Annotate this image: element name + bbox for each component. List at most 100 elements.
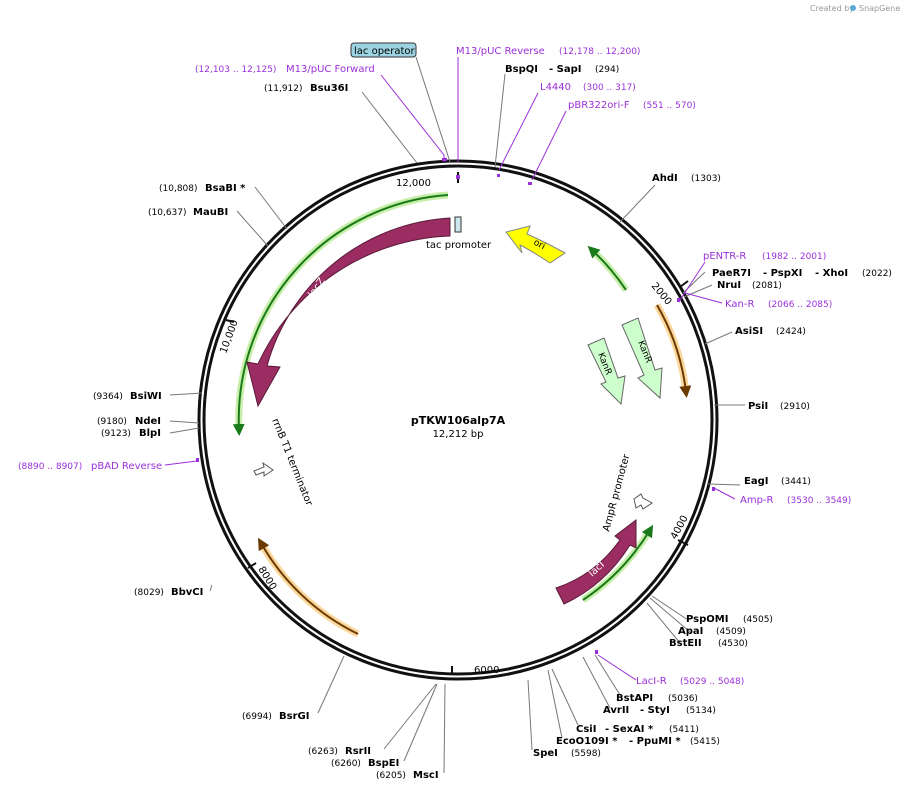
primer-name: Amp-R <box>740 495 774 506</box>
enzyme-pos: (5411) <box>669 725 699 735</box>
feature-rrnB-terminator[interactable]: rrnB T1 terminator <box>253 417 315 508</box>
enzyme-pspomi[interactable]: PspOMI (4505) <box>686 614 773 625</box>
primer-l4440[interactable]: L4440 (300 .. 317) <box>540 82 636 93</box>
primer-pbr322ori-f[interactable]: pBR322ori-F (551 .. 570) <box>568 100 696 111</box>
enzyme-blpi[interactable]: (9123) BlpI <box>101 428 161 439</box>
primer-m13-forward[interactable]: (12,103 .. 12,125) M13/pUC Forward <box>195 64 375 75</box>
primer-name: pENTR-R <box>703 251 746 262</box>
orf-ori-arc[interactable] <box>587 245 629 292</box>
orf-laci-arc[interactable] <box>581 524 654 603</box>
credit-text: Created by <box>810 4 854 13</box>
enzyme-ndei[interactable]: (9180) NdeI <box>97 416 161 427</box>
orf-lacZ-arc[interactable] <box>232 191 449 436</box>
orf-kan-arc[interactable] <box>653 303 692 398</box>
tick-label-6000: 6000 <box>474 665 499 676</box>
enzyme-name: NruI <box>717 280 741 291</box>
enzyme-pos: (6260) <box>331 759 361 769</box>
enzyme-bsiwi[interactable]: (9364) BsiWI <box>93 391 162 402</box>
primer-amp-r[interactable]: Amp-R (3530 .. 3549) <box>740 495 851 506</box>
feature-label-rrnB: rrnB T1 terminator <box>269 417 314 508</box>
primer-pos: (5029 .. 5048) <box>680 677 744 687</box>
primer-pbad-reverse[interactable]: (8890 .. 8907) pBAD Reverse <box>18 461 162 472</box>
primer-name: LacI-R <box>636 676 667 687</box>
enzyme-pos: (4530) <box>718 639 748 649</box>
feature-ori[interactable]: ori <box>505 225 566 264</box>
primer-pos: (1982 .. 2001) <box>762 252 826 262</box>
enzyme-bsrgi[interactable]: (6994) BsrGI <box>242 711 309 722</box>
credit-brand: SnapGene <box>859 4 900 13</box>
primer-pos: (12,103 .. 12,125) <box>195 65 276 75</box>
enzyme-pos: (9364) <box>93 392 123 402</box>
enzyme-paer7i-pspxi-xhoi[interactable]: PaeR7I - PspXI - XhoI (2022) <box>712 268 892 279</box>
feature-kanR-1[interactable]: KanR <box>587 337 626 406</box>
enzyme-csii-sexai[interactable]: CsiI - SexAI * (5411) <box>576 724 699 735</box>
enzyme-psii[interactable]: PsiI (2910) <box>748 401 810 412</box>
lac-operator-label[interactable]: lac operator <box>350 42 451 163</box>
enzyme-eagi[interactable]: EagI (3441) <box>744 476 811 487</box>
enzyme-ecoo109i-ppumi[interactable]: EcoO109I * - PpuMI * (5415) <box>556 736 720 747</box>
feature-tac-promoter[interactable]: tac promoter <box>426 216 492 251</box>
snapgene-credit[interactable]: Created by SnapGene <box>810 4 900 13</box>
primer-name: Kan-R <box>725 299 754 310</box>
enzyme-name: EcoO109I * <box>556 736 618 747</box>
feature-ampR-promoter[interactable]: AmpR promoter <box>601 452 653 533</box>
enzyme-pos: (2081) <box>752 281 782 291</box>
enzyme-asisi[interactable]: AsiSI (2424) <box>735 326 806 337</box>
primer-laci-r[interactable]: LacI-R (5029 .. 5048) <box>636 676 744 687</box>
enzyme-msci[interactable]: (6205) MscI <box>376 770 439 781</box>
plasmid-name: pTKW106alp7A <box>411 414 506 427</box>
feature-kanR-2[interactable]: KanR <box>621 317 663 400</box>
enzyme-nrui[interactable]: NruI (2081) <box>717 280 782 291</box>
enzyme-bstapi[interactable]: BstAPI (5036) <box>616 693 698 704</box>
primer-m13-reverse[interactable]: M13/pUC Reverse (12,178 .. 12,200) <box>456 46 640 57</box>
tick-label-12000: 12,000 <box>396 178 431 189</box>
enzyme-name: BlpI <box>139 428 161 439</box>
enzyme-bspei[interactable]: (6260) BspEI <box>331 758 399 769</box>
enzyme-spei[interactable]: SpeI (5598) <box>533 748 601 759</box>
primer-name: pBR322ori-F <box>568 100 630 111</box>
enzyme-bbvci[interactable]: (8029) BbvCI <box>134 587 203 598</box>
feature-lacZ[interactable]: lacZ <box>246 217 451 408</box>
enzyme-pos: (4509) <box>716 627 746 637</box>
enzyme-name: BsaBI * <box>205 183 246 194</box>
primer-pos: (3530 .. 3549) <box>787 496 851 506</box>
enzyme-pos: (294) <box>595 65 619 75</box>
enzyme-avrii-styi[interactable]: AvrII - StyI (5134) <box>603 705 716 716</box>
enzyme-ahdi[interactable]: AhdI (1303) <box>652 173 721 184</box>
primer-marks <box>196 158 715 654</box>
enzyme-pos: (9123) <box>101 429 131 439</box>
enzyme-pos: (6263) <box>308 747 338 757</box>
feature-label-lac-operator: lac operator <box>354 46 415 57</box>
enzyme-name: PsiI <box>748 401 768 412</box>
enzyme-pos: (5134) <box>686 706 716 716</box>
primer-kan-r[interactable]: Kan-R (2066 .. 2085) <box>725 299 832 310</box>
orf-bottom-left-arc[interactable] <box>257 537 360 638</box>
enzyme-leaders <box>169 73 745 774</box>
enzyme-pos: (4505) <box>743 615 773 625</box>
enzyme-pos: (1303) <box>691 174 721 184</box>
enzyme-bsabi[interactable]: (10,808) BsaBI * <box>159 183 246 194</box>
enzyme-name: BsrGI <box>279 711 309 722</box>
enzyme-bsteii[interactable]: BstEII (4530) <box>669 638 748 649</box>
enzyme-apai[interactable]: ApaI (4509) <box>678 626 746 637</box>
enzyme-name: MauBI <box>193 207 228 218</box>
primer-pos: (8890 .. 8907) <box>18 462 82 472</box>
enzyme-name: BsiWI <box>130 391 162 402</box>
enzyme-name: Bsu36I <box>310 83 348 94</box>
enzyme-bsu36i[interactable]: (11,912) Bsu36I <box>264 83 348 94</box>
enzyme-name: AsiSI <box>735 326 763 337</box>
enzyme-name: NdeI <box>135 416 161 427</box>
primer-pentr-r[interactable]: pENTR-R (1982 .. 2001) <box>703 251 826 262</box>
enzyme-name: BspQI <box>505 64 538 75</box>
enzyme-pos: (2022) <box>862 269 892 279</box>
enzyme-maubi[interactable]: (10,637) MauBI <box>148 207 228 218</box>
enzyme-rsrii[interactable]: (6263) RsrII <box>308 746 371 757</box>
primer-pos: (300 .. 317) <box>583 83 636 93</box>
enzyme-name: AvrII <box>603 705 629 716</box>
enzyme-name: AhdI <box>652 173 678 184</box>
enzyme-bspqi-sapi[interactable]: BspQI - SapI (294) <box>505 64 619 75</box>
enzyme-pos: (8029) <box>134 588 164 598</box>
enzyme-name-2: - SapI <box>549 64 581 75</box>
enzyme-pos: (3441) <box>781 477 811 487</box>
